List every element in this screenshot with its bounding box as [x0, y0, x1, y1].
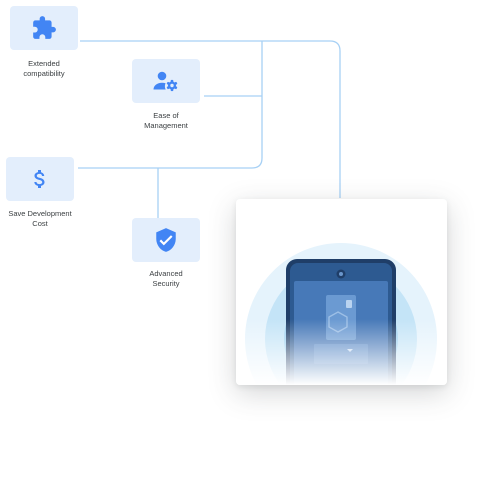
extended-compatibility-box	[10, 6, 78, 50]
user-gear-icon	[152, 70, 180, 92]
bottom-fade	[236, 319, 447, 385]
extended-compatibility-label: Extended compatibility	[23, 59, 65, 78]
ease-of-management-label: Ease of Management	[144, 111, 188, 130]
shield-check-icon	[153, 227, 179, 253]
smartphone-illustration	[236, 243, 447, 385]
save-development-cost-label: Save Development Cost	[8, 209, 72, 228]
ease-of-management-box	[132, 59, 200, 103]
device-card	[236, 199, 447, 385]
dollar-icon	[28, 165, 52, 193]
save-development-cost-box	[6, 157, 74, 201]
puzzle-icon	[31, 15, 57, 41]
advanced-security-box	[132, 218, 200, 262]
advanced-security-label: Advanced Security	[149, 269, 183, 288]
